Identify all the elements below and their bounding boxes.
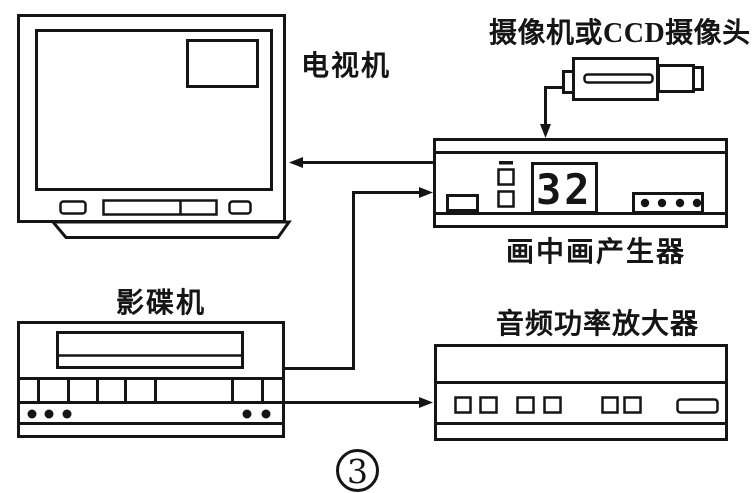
- amp-button: [543, 396, 562, 414]
- amp-button: [601, 396, 619, 414]
- wire-disc-to-pip: [284, 191, 419, 370]
- pip-indicator-top: [497, 168, 515, 186]
- amplifier-device: [434, 344, 728, 441]
- disc-tray: [56, 331, 244, 369]
- pip-jack-dot: [692, 198, 702, 208]
- pip-indicator-bar: [499, 161, 513, 165]
- disc-indicator-dot: [27, 409, 37, 419]
- tv-label: 电视机: [301, 50, 391, 82]
- figure-number-text: 3: [347, 452, 368, 491]
- pip-generator-device: 32: [433, 138, 728, 228]
- camera-body: [572, 57, 659, 101]
- camera-lens-cap: [692, 66, 704, 91]
- figure-number-badge: 3: [336, 449, 379, 492]
- tv-button-left: [59, 200, 87, 215]
- amp-outline: [434, 344, 728, 441]
- amp-wide-button: [676, 398, 719, 414]
- camera-label: 摄像机或CCD摄像头: [489, 17, 751, 49]
- wire-camera-to-pip: [544, 86, 563, 125]
- pip-jack-dot: [657, 198, 667, 208]
- pip-jack-dot: [640, 198, 650, 208]
- amplifier-label: 音频功率放大器: [496, 307, 699, 340]
- disc-indicator-dot: [261, 409, 271, 419]
- arrow-right-icon: [419, 187, 433, 198]
- pip-button: [446, 194, 479, 212]
- amp-button: [479, 396, 498, 414]
- camera-device: [562, 57, 704, 101]
- pip-jack-dot: [675, 198, 685, 208]
- tv-screen: [35, 29, 273, 191]
- camera-slot: [583, 73, 654, 84]
- amp-button: [454, 396, 472, 414]
- disc-player-device: [17, 321, 285, 438]
- camera-connector: [562, 70, 575, 94]
- amp-button: [516, 396, 535, 414]
- amp-button: [623, 396, 642, 414]
- camera-lens: [657, 64, 695, 93]
- pip-outline: [433, 138, 728, 228]
- pip-jack-panel: [632, 192, 704, 214]
- tv-button-right: [228, 200, 252, 215]
- pip-display-bezel: [531, 162, 598, 214]
- pip-indicator-bottom: [497, 190, 515, 208]
- tv-device: [17, 14, 292, 239]
- tv-button-panel: [102, 199, 218, 216]
- disc-indicator-dot: [44, 409, 54, 419]
- tv-pip-inset-window: [186, 39, 259, 88]
- arrow-left-icon: [289, 157, 303, 168]
- disc-indicator-dot: [242, 409, 252, 419]
- arrow-down-icon: [540, 124, 551, 138]
- tv-base: [49, 220, 292, 239]
- disc-indicator-dot: [62, 409, 72, 419]
- figure-number-circle: [336, 449, 379, 492]
- disc-player-label: 影碟机: [116, 287, 206, 319]
- arrow-right-icon: [419, 397, 433, 408]
- pip-label: 画中画产生器: [506, 236, 686, 268]
- pip-display-value: 32: [536, 165, 593, 214]
